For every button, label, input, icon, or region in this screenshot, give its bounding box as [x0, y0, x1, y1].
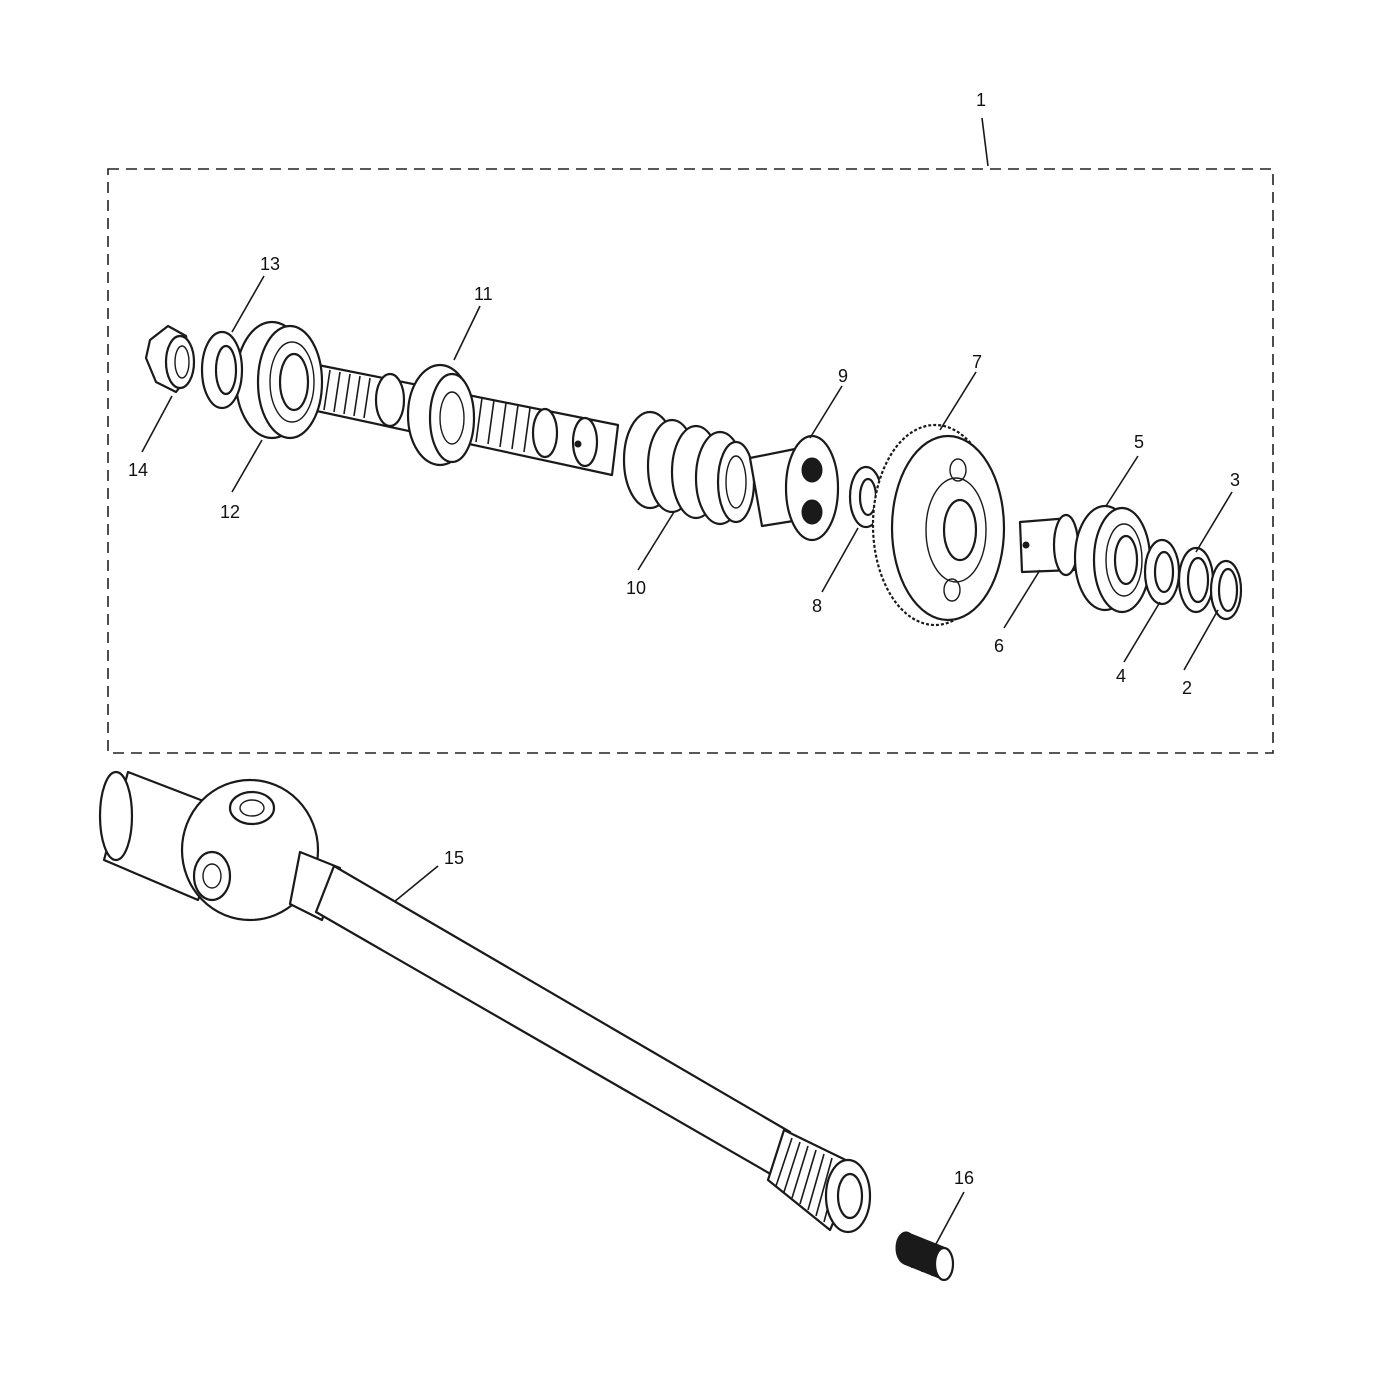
callout-1: 1	[976, 90, 986, 110]
part-9-yoke	[748, 434, 840, 542]
callout-12: 12	[220, 502, 240, 522]
part-5-bearing	[1073, 504, 1152, 614]
callout-9: 9	[838, 366, 848, 386]
leader-lines	[141, 117, 1233, 1245]
callout-15: 15	[444, 848, 464, 868]
callout-5: 5	[1134, 432, 1144, 452]
callout-11: 11	[474, 284, 493, 304]
part-4-circlip	[1143, 538, 1181, 606]
part-16-coil-insert	[895, 1231, 955, 1282]
callout-2: 2	[1182, 678, 1192, 698]
part-11-collar	[406, 363, 476, 467]
callout-14: 14	[128, 460, 148, 480]
part-13-washer	[200, 330, 244, 410]
callout-6: 6	[994, 636, 1004, 656]
part-14-nut	[144, 324, 196, 394]
part-2-snap-ring	[1209, 559, 1243, 621]
kit-assembly-outline	[107, 168, 1274, 754]
callout-3: 3	[1230, 470, 1240, 490]
callout-16: 16	[954, 1168, 974, 1188]
callout-10: 10	[626, 578, 646, 598]
part-3-shim	[1177, 546, 1215, 614]
part-12-bearing	[234, 320, 324, 440]
callout-7: 7	[972, 352, 982, 372]
part-10-spring	[622, 410, 756, 526]
callout-13: 13	[260, 254, 280, 274]
callout-4: 4	[1116, 666, 1126, 686]
part-15-drive-shaft	[98, 770, 872, 1234]
part-6-sleeve	[1018, 513, 1080, 577]
callout-8: 8	[812, 596, 822, 616]
callout-labels: 1 2 3 4 5 6 7 8 9 10 11 12 13 14 15 16	[128, 90, 1240, 1188]
part-7-gear	[871, 423, 1006, 627]
